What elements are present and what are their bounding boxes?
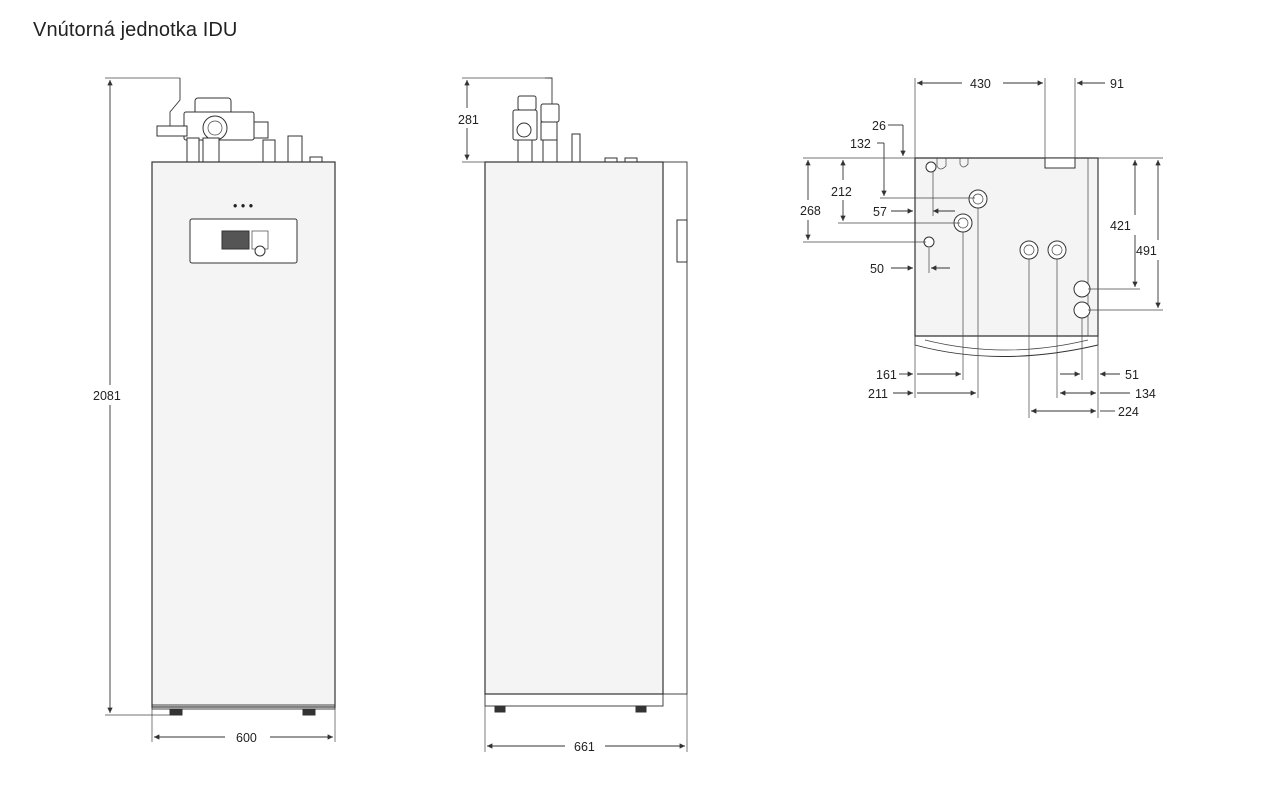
page-title: Vnútorná jednotka IDU [33, 19, 238, 41]
dim-26: 26 [872, 119, 886, 133]
front-foot-right [302, 708, 316, 716]
side-view: 281 661 [458, 77, 688, 754]
dim-421: 421 [1110, 219, 1131, 233]
dim-width-600: 600 [236, 731, 257, 745]
dim-depth-661: 661 [574, 740, 595, 754]
dim-430: 430 [970, 77, 991, 91]
connection-icon [925, 161, 937, 173]
dim-57: 57 [873, 205, 887, 219]
side-valve-assembly [512, 77, 638, 163]
side-cabinet [484, 161, 664, 695]
dim-50: 50 [870, 262, 884, 276]
connection-icon [1073, 280, 1091, 298]
dim-212: 212 [831, 185, 852, 199]
dim-268: 268 [800, 204, 821, 218]
dim-top-281: 281 [458, 113, 479, 127]
top-duct [1044, 157, 1076, 169]
side-foot-left [494, 705, 506, 713]
dim-132: 132 [850, 137, 871, 151]
svg-text:• • •: • • • [233, 199, 253, 213]
dim-51: 51 [1125, 368, 1139, 382]
front-view: • • • 2081 600 [93, 77, 336, 745]
dim-91: 91 [1110, 77, 1124, 91]
dim-161: 161 [876, 368, 897, 382]
control-knob-icon [254, 245, 266, 257]
connection-icon [968, 189, 988, 209]
connection-icon [1047, 240, 1067, 260]
top-outline [914, 157, 1099, 337]
dim-224: 224 [1118, 405, 1139, 419]
front-valve-assembly [156, 78, 323, 163]
top-view: 430 91 26 132 212 268 57 50 [800, 77, 1163, 419]
dim-height-2081: 2081 [93, 389, 121, 403]
side-foot-right [635, 705, 647, 713]
dim-491: 491 [1136, 244, 1157, 258]
side-handle [676, 219, 688, 263]
dim-134: 134 [1135, 387, 1156, 401]
front-foot-left [169, 708, 183, 716]
dim-211: 211 [868, 387, 888, 401]
control-display [221, 230, 250, 250]
connection-icon [1019, 240, 1039, 260]
connection-icon [1073, 301, 1091, 319]
